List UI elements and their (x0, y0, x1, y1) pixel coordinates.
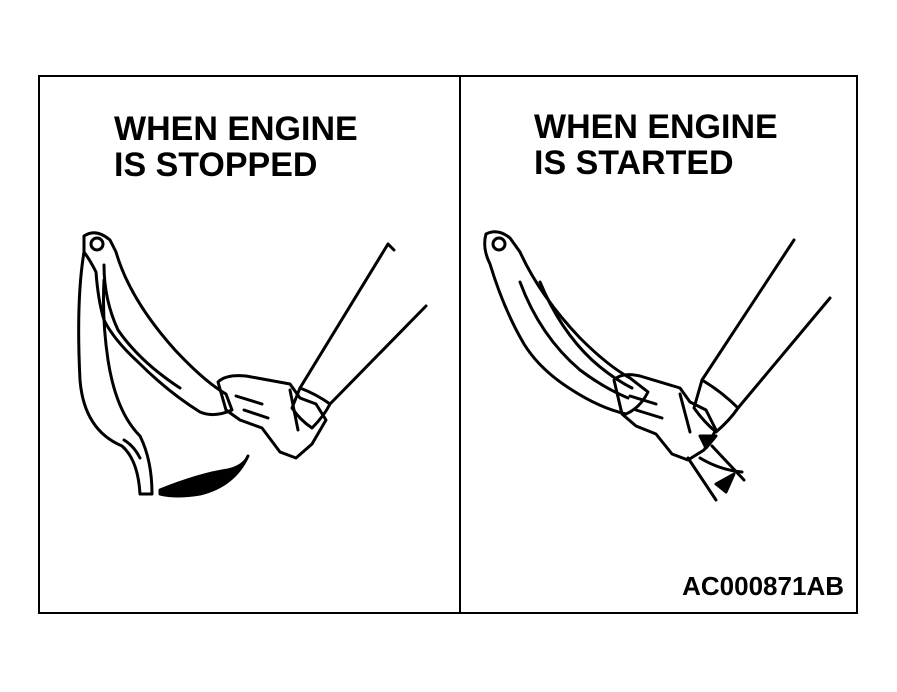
figure-code: AC000871AB (682, 571, 844, 601)
left-panel-title: WHEN ENGINE IS STOPPED (114, 111, 358, 183)
panel-divider (459, 77, 461, 612)
stopped-pinion-gear (216, 374, 328, 460)
left-title-line-1: WHEN ENGINE (114, 110, 358, 148)
started-rotation-arc (698, 456, 744, 474)
right-panel-title: WHEN ENGINE IS STARTED (534, 109, 778, 181)
stopped-ring-gear-shadow (158, 454, 250, 498)
stopped-pinion-teeth (234, 388, 300, 432)
started-starter-shaft (700, 238, 832, 410)
started-shaft-collar (692, 378, 740, 434)
stopped-shaft-collar (290, 386, 332, 430)
stopped-lever-inner-line (102, 263, 182, 390)
started-lower-shaft (686, 444, 746, 502)
left-title-line-2: IS STOPPED (114, 146, 318, 184)
stopped-lever-arm (82, 231, 234, 417)
diagram-frame: WHEN ENGINE IS STOPPED WHEN ENGINE IS ST… (38, 75, 858, 614)
started-illustration (483, 230, 832, 502)
stopped-starter-shaft (298, 242, 428, 406)
started-lever-inner-line (518, 280, 630, 400)
started-lever-arm (483, 230, 650, 416)
right-title-line-1: WHEN ENGINE (534, 108, 778, 146)
started-rotation-arrow-icon (714, 472, 736, 494)
stopped-pivot-hole (89, 236, 105, 252)
started-lever-spring (538, 280, 634, 390)
started-pinion-gear (612, 373, 718, 462)
started-rotation-arrow-upper-icon (698, 434, 718, 450)
stopped-illustration (77, 231, 428, 498)
right-title-line-2: IS STARTED (534, 144, 734, 182)
stopped-lever-tip (122, 438, 142, 460)
started-pivot-hole (491, 236, 507, 252)
started-pinion-teeth (628, 392, 692, 434)
stopped-lever-leg (77, 250, 154, 496)
